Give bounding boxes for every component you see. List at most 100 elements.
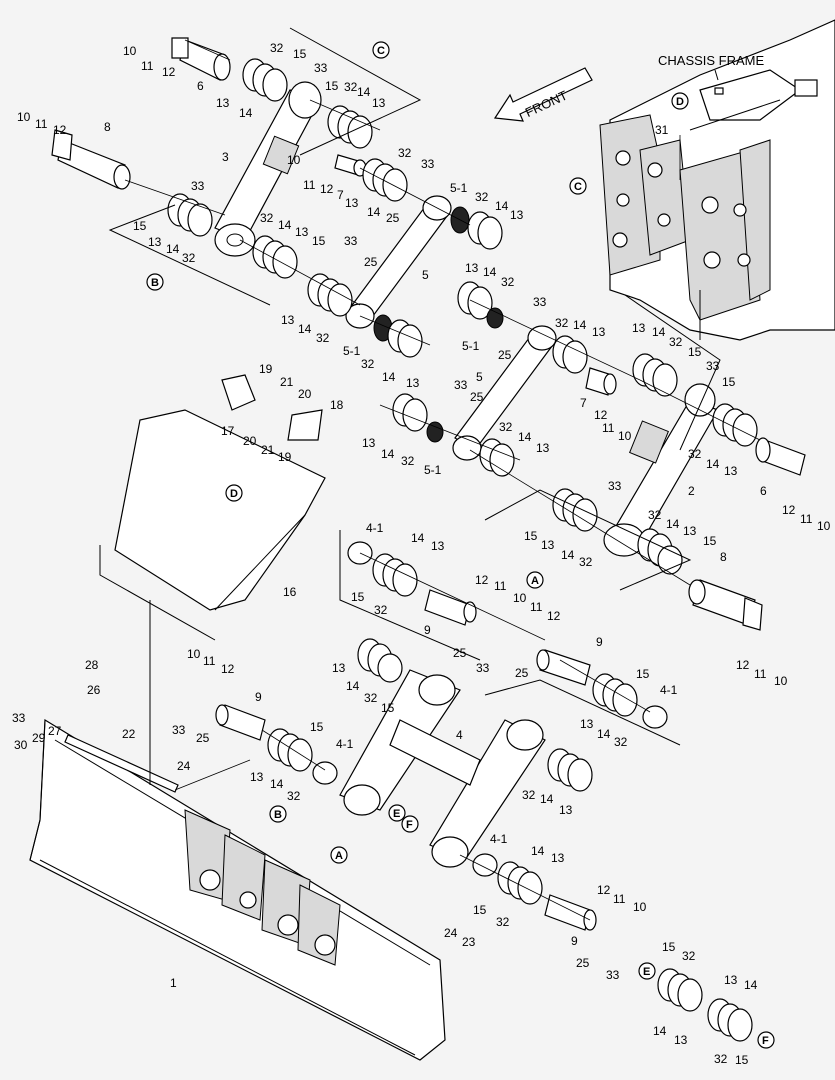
outline-boxes	[108, 27, 721, 785]
part-label: 13	[559, 803, 573, 817]
part-label: 9	[596, 635, 603, 649]
part-label: 14	[573, 318, 587, 332]
part-label: 15	[662, 940, 676, 954]
part-label: 32	[555, 316, 569, 330]
part-label: 13	[580, 717, 594, 731]
part-label: 15	[473, 903, 487, 917]
part-label: 14	[531, 844, 545, 858]
part-label: 24	[444, 926, 458, 940]
part-label: 12	[53, 123, 67, 137]
link-4	[339, 669, 546, 868]
svg-text:F: F	[406, 819, 413, 831]
part-label: 13	[592, 325, 606, 339]
part-label: 16	[283, 585, 297, 599]
marker-d-plate: D	[225, 484, 243, 502]
svg-text:A: A	[335, 850, 343, 862]
part-label: 15	[381, 701, 395, 715]
pin-8-right	[688, 579, 763, 631]
part-label: 10	[817, 519, 831, 533]
part-label: 13	[465, 261, 479, 275]
svg-text:C: C	[574, 181, 582, 193]
part-label: 32	[669, 335, 683, 349]
part-label: 5	[422, 268, 429, 282]
part-label: 33	[454, 378, 468, 392]
part-label: 12	[221, 662, 235, 676]
part-label: 10	[123, 44, 137, 58]
part-label: 11	[602, 421, 615, 435]
part-label: 13	[332, 661, 346, 675]
part-label: 11	[530, 600, 543, 614]
part-label: 13	[551, 851, 565, 865]
part-label: 13	[216, 96, 230, 110]
part-label: 8	[104, 120, 111, 134]
part-label: 14	[298, 322, 312, 336]
part-label: 11	[303, 178, 316, 192]
part-label: 10	[17, 110, 31, 124]
part-label: 8	[720, 550, 727, 564]
part-label: 12	[782, 503, 796, 517]
cylinder-3	[214, 81, 322, 257]
part-label: 31	[655, 123, 669, 137]
chassis-frame	[599, 19, 835, 341]
chassis-frame-label: CHASSIS FRAME	[658, 53, 765, 68]
part-label: 33	[172, 723, 186, 737]
part-label: 14	[561, 548, 575, 562]
pin-9-d	[544, 894, 597, 931]
pin-7-upper	[334, 154, 367, 177]
part-label: 32	[398, 146, 412, 160]
part-label: 13	[510, 208, 524, 222]
center-lines	[124, 39, 761, 921]
part-label: 15	[722, 375, 736, 389]
part-label: 23	[462, 935, 476, 949]
part-label: 26	[87, 683, 101, 697]
marker-f-link: F	[401, 815, 419, 833]
marker-d-frame: D	[671, 92, 689, 110]
part-label: 12	[597, 883, 611, 897]
part-label: 15	[133, 219, 147, 233]
svg-text:F: F	[762, 1035, 769, 1047]
part-label: 21	[261, 443, 275, 457]
part-label: 4-1	[660, 683, 678, 697]
part-label: 25	[576, 956, 590, 970]
part-label: 32	[374, 603, 388, 617]
part-label: 13	[632, 321, 646, 335]
part-label: 13	[541, 538, 555, 552]
part-label: 15	[703, 534, 717, 548]
part-label: 13	[536, 441, 550, 455]
part-label: 13	[345, 196, 359, 210]
marker-e-link: E	[388, 804, 406, 822]
part-label: 32	[364, 691, 378, 705]
part-label: 14	[518, 430, 532, 444]
part-label: 14	[346, 679, 360, 693]
part-label: 22	[122, 727, 136, 741]
part-label: 29	[32, 731, 46, 745]
part-label: 14	[706, 457, 720, 471]
part-label: 10	[633, 900, 647, 914]
part-label: 13	[250, 770, 264, 784]
part-label: 32	[182, 251, 196, 265]
part-label: 32	[361, 357, 375, 371]
part-label: 7	[580, 396, 587, 410]
part-label: 11	[494, 579, 507, 593]
pin-9-c	[215, 704, 266, 741]
part-label: 33	[191, 179, 205, 193]
part-label: 33	[608, 479, 622, 493]
part-label: 25	[470, 390, 484, 404]
part-label: 25	[386, 211, 400, 225]
part-label: 18	[330, 398, 344, 412]
part-label: 32	[501, 275, 515, 289]
bracket-17	[221, 374, 256, 411]
part-label: 32	[688, 447, 702, 461]
part-label: 14	[278, 218, 292, 232]
front-arrow	[493, 67, 593, 122]
part-label: 13	[406, 376, 420, 390]
part-label: 33	[421, 157, 435, 171]
marker-c-top: C	[372, 41, 390, 59]
part-label: 12	[736, 658, 750, 672]
part-label: 32	[682, 949, 696, 963]
part-label: 14	[367, 205, 381, 219]
part-label: 13	[281, 313, 295, 327]
part-label: 32	[260, 211, 274, 225]
